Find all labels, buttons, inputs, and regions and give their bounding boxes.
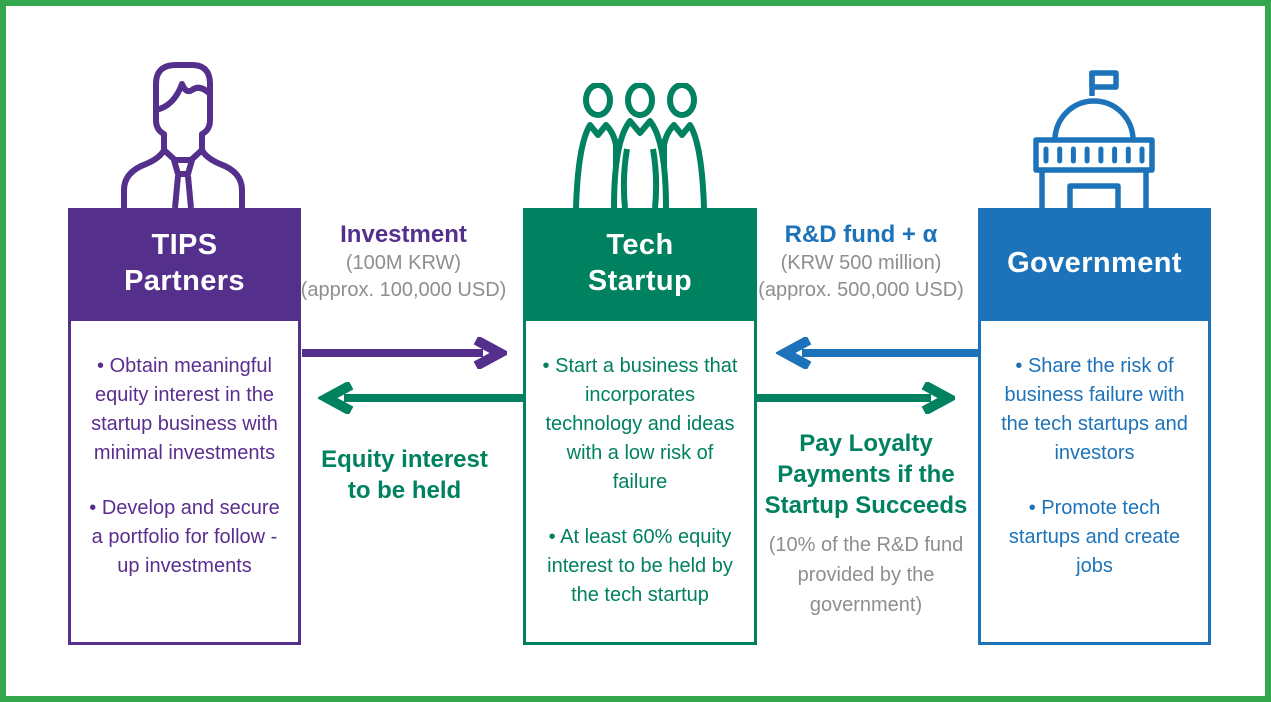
flow-title: to be held [347, 477, 462, 504]
investment-flow-label: Investment (100M KRW) (approx. 100,000 U… [300, 220, 507, 304]
flow-subtext: (approx. 100,000 USD) [300, 279, 507, 301]
startup-team-icon [573, 83, 707, 208]
flow-title: Investment [340, 221, 467, 248]
tech-startup-header: Tech Startup [523, 208, 757, 318]
loyalty-arrow-right [757, 382, 955, 414]
investment-arrow-right [302, 337, 507, 369]
header-title-line: TIPS [151, 229, 218, 261]
bullet-item: • Obtain meaningful equity interest in t… [91, 355, 278, 464]
flow-title: Payments if the [777, 461, 955, 488]
flow-subtext: provided by the [797, 564, 935, 586]
flow-title: R&D fund + α [784, 221, 938, 248]
bullet-item: • Promote tech startups and create jobs [1008, 497, 1181, 577]
tips-partners-header: TIPS Partners [68, 208, 301, 318]
bullet-item: • Share the risk of business failure wit… [1001, 355, 1188, 464]
government-building-icon [1033, 70, 1155, 208]
equity-arrow-left [318, 382, 525, 414]
tips-partners-column: TIPS Partners • Obtain meaningful equity… [68, 0, 301, 702]
flow-title: Startup Succeeds [764, 492, 968, 519]
bullet-item: • Develop and secure a portfolio for fol… [89, 497, 280, 577]
flow-title: Equity interest [321, 446, 488, 473]
flow-subtext: (KRW 500 million) [780, 252, 942, 274]
loyalty-flow-label: Pay Loyalty Payments if the Startup Succ… [748, 428, 984, 620]
tech-startup-column: Tech Startup • Start a business that inc… [523, 0, 757, 702]
header-title-line: Partners [124, 265, 245, 297]
flow-subtext: government) [809, 594, 923, 616]
flow-subtext: (10% of the R&D fund [768, 534, 964, 556]
bullet-item: • At least 60% equity interest to be hel… [547, 526, 733, 606]
tech-startup-details: • Start a business that incorporates tec… [523, 318, 757, 645]
header-title-line: Startup [587, 265, 693, 297]
equity-flow-label: Equity interest to be held [297, 444, 512, 506]
flow-title: Pay Loyalty [799, 430, 933, 457]
government-column: Government • Share the risk of business … [978, 0, 1211, 702]
flow-subtext: (100M KRW) [345, 252, 462, 274]
header-title-line: Tech [606, 229, 674, 261]
flow-subtext: (approx. 500,000 USD) [758, 279, 964, 301]
government-header: Government [978, 208, 1211, 318]
header-title-line: Government [1007, 247, 1182, 279]
bullet-item: • Start a business that incorporates tec… [542, 355, 738, 493]
rnd-fund-flow-label: R&D fund + α (KRW 500 million) (approx. … [755, 220, 967, 304]
businessman-icon [121, 62, 245, 208]
tips-partners-details: • Obtain meaningful equity interest in t… [68, 318, 301, 645]
government-details: • Share the risk of business failure wit… [978, 318, 1211, 645]
rnd-fund-arrow-left [776, 337, 978, 369]
